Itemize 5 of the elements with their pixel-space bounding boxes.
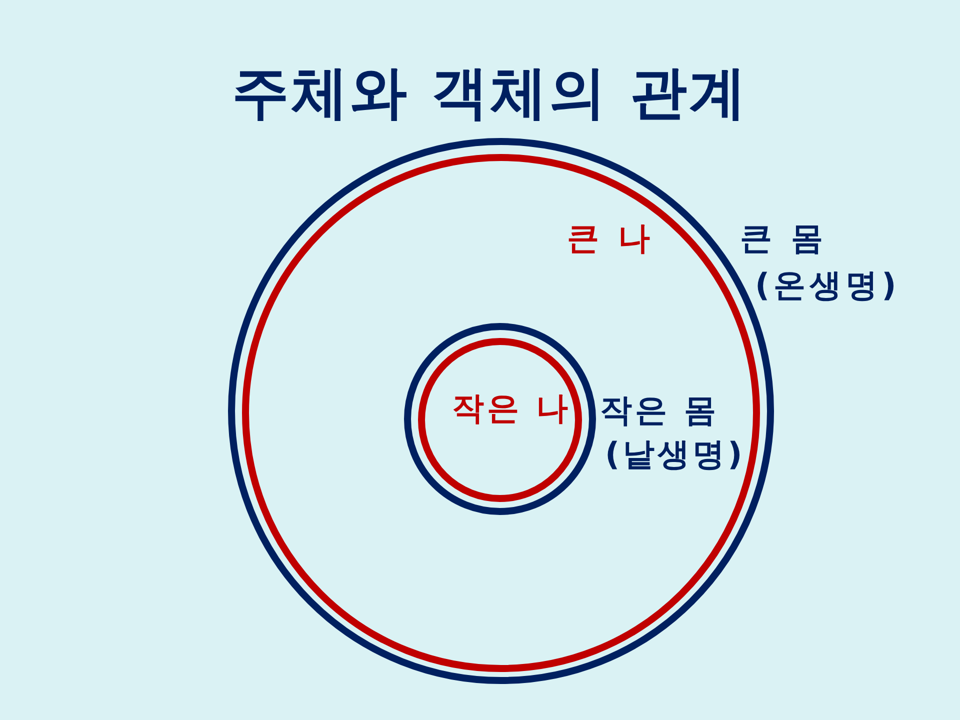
title: 주체와 객체의 관계	[232, 61, 748, 125]
circle-label: 작은 몸 (낱생명)	[600, 390, 746, 475]
circle-label: 큰 나	[567, 218, 656, 259]
circle-label: 작은 나	[452, 388, 572, 429]
circle-label: 큰 몸 (온생명)	[740, 218, 902, 306]
